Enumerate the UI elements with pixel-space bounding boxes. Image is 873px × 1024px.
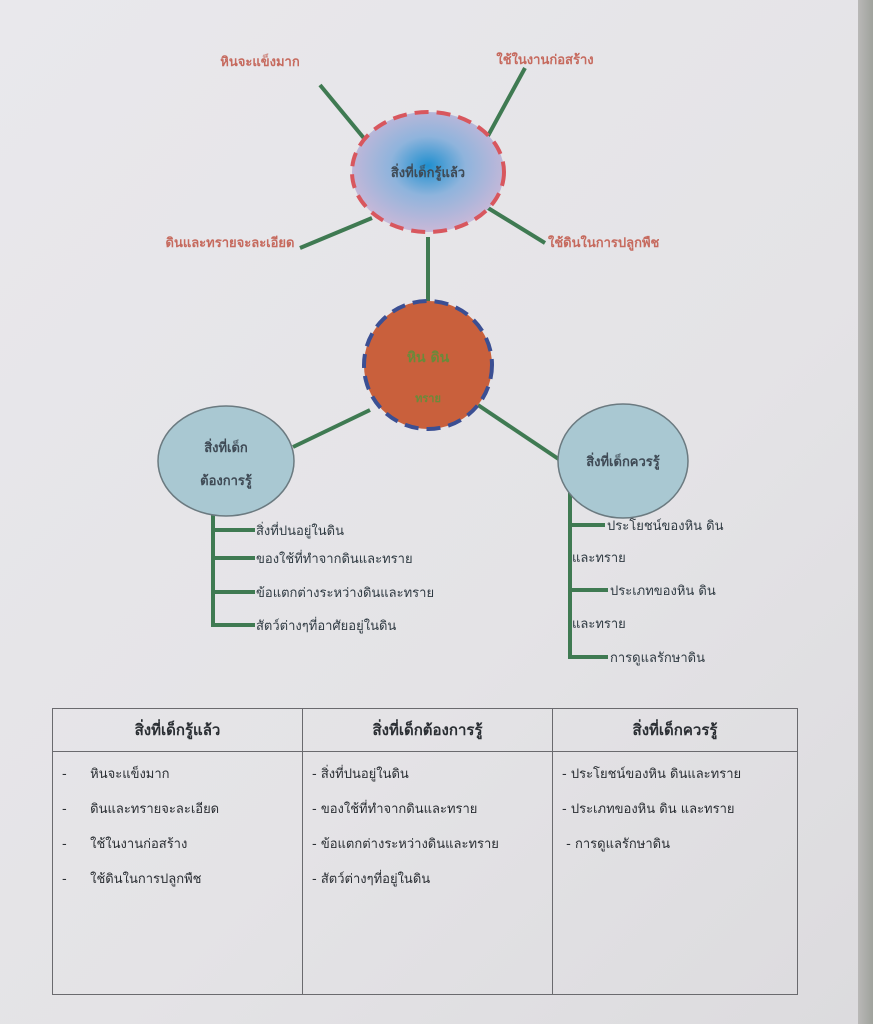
want-cell: - สิ่งที่ปนอยู่ในดิน - ของใช้ที่ทำจากดิน… [302, 751, 553, 995]
list-item: - ของใช้ที่ทำจากดินและทราย [312, 798, 551, 833]
should-cell: - ประโยชน์ของหิน ดินและทราย - ประเภทของห… [552, 751, 798, 995]
should-item: และทราย [572, 551, 626, 566]
should-item: และทราย [572, 617, 626, 632]
should-bubble-label: สิ่งที่เด็กควรรู้ [586, 452, 660, 470]
known-cell: - หินจะแข็งมาก - ดินและทรายจะละเอียด - ใ… [52, 751, 303, 995]
known-branch: ดินและทรายจะละเอียด [166, 235, 295, 251]
dash: - [62, 802, 67, 817]
list-item: - ดินและทรายจะละเอียด [62, 798, 301, 833]
want-bubble-line2: ต้องการรู้ [200, 473, 252, 489]
item-text: การดูแลรักษาดิน [574, 837, 670, 852]
list-item: - ใช้ในงานก่อสร้าง [62, 833, 301, 868]
want-item: สัตว์ต่างๆที่อาศัยอยู่ในดิน [256, 617, 396, 634]
item-text: ประโยชน์ของหิน ดินและทราย [570, 767, 742, 782]
dash: - [312, 837, 317, 852]
want-item: ข้อแตกต่างระหว่างดินและทราย [256, 586, 434, 601]
list-item: - สิ่งที่ปนอยู่ในดิน [312, 763, 551, 798]
list-item: - ประโยชน์ของหิน ดินและทราย [562, 763, 796, 798]
table-header: สิ่งที่เด็กต้องการรู้ [302, 708, 553, 752]
known-branch: ใช้ดินในการปลูกพืช [548, 234, 660, 251]
dash: - [312, 872, 317, 887]
item-text: ใช้ในงานก่อสร้าง [90, 837, 188, 852]
list-item: - ประเภทของหิน ดิน และทราย [562, 798, 796, 833]
dash: - [312, 802, 317, 817]
table-header: สิ่งที่เด็กควรรู้ [552, 708, 798, 752]
list-item: - หินจะแข็งมาก [62, 763, 301, 798]
item-text: ใช้ดินในการปลูกพืช [90, 872, 202, 887]
center-line1: หิน ดิน [407, 350, 450, 366]
item-text: ข้อแตกต่างระหว่างดินและทราย [320, 837, 499, 852]
summary-table: สิ่งที่เด็กรู้แล้ว สิ่งที่เด็กต้องการรู้… [52, 708, 798, 995]
dash: - [312, 767, 317, 782]
want-item: สิ่งที่ปนอยู่ในดิน [256, 522, 344, 539]
center-line2: ทราย [415, 392, 441, 405]
should-item: การดูแลรักษาดิน [610, 651, 705, 666]
dash: - [562, 802, 567, 817]
table-row: - หินจะแข็งมาก - ดินและทรายจะละเอียด - ใ… [52, 751, 798, 995]
page-edge [858, 0, 873, 1024]
item-text: ของใช้ที่ทำจากดินและทราย [320, 802, 478, 817]
item-text: สัตว์ต่างๆที่อยู่ในดิน [320, 872, 431, 887]
table-header: สิ่งที่เด็กรู้แล้ว [52, 708, 303, 752]
dash: - [62, 767, 67, 782]
dash: - [566, 837, 571, 852]
list-item: - สัตว์ต่างๆที่อยู่ในดิน [312, 868, 551, 903]
list-item: - การดูแลรักษาดิน [562, 833, 796, 868]
dash: - [62, 837, 67, 852]
item-text: ดินและทรายจะละเอียด [90, 802, 220, 817]
table-header-row: สิ่งที่เด็กรู้แล้ว สิ่งที่เด็กต้องการรู้… [52, 708, 798, 752]
item-text: สิ่งที่ปนอยู่ในดิน [320, 767, 409, 782]
dash: - [62, 872, 67, 887]
center-topic [362, 299, 494, 431]
known-branch: ใช้ในงานก่อสร้าง [496, 51, 593, 68]
want-bubble [157, 405, 295, 517]
dash: - [562, 767, 567, 782]
known-bubble-label: สิ่งที่เด็กรู้แล้ว [391, 163, 465, 181]
list-item: - ข้อแตกต่างระหว่างดินและทราย [312, 833, 551, 868]
item-text: ประเภทของหิน ดิน และทราย [570, 802, 735, 817]
known-branch: หินจะแข็งมาก [220, 52, 300, 70]
known-bubble [350, 110, 506, 234]
should-bubble [557, 403, 689, 519]
should-item: ประโยชน์ของหิน ดิน [607, 518, 724, 534]
should-item: ประเภทของหิน ดิน [610, 584, 716, 599]
want-bubble-line1: สิ่งที่เด็ก [204, 438, 248, 456]
list-item: - ใช้ดินในการปลูกพืช [62, 868, 301, 903]
want-item: ของใช้ที่ทำจากดินและทราย [256, 550, 413, 567]
item-text: หินจะแข็งมาก [90, 767, 170, 782]
